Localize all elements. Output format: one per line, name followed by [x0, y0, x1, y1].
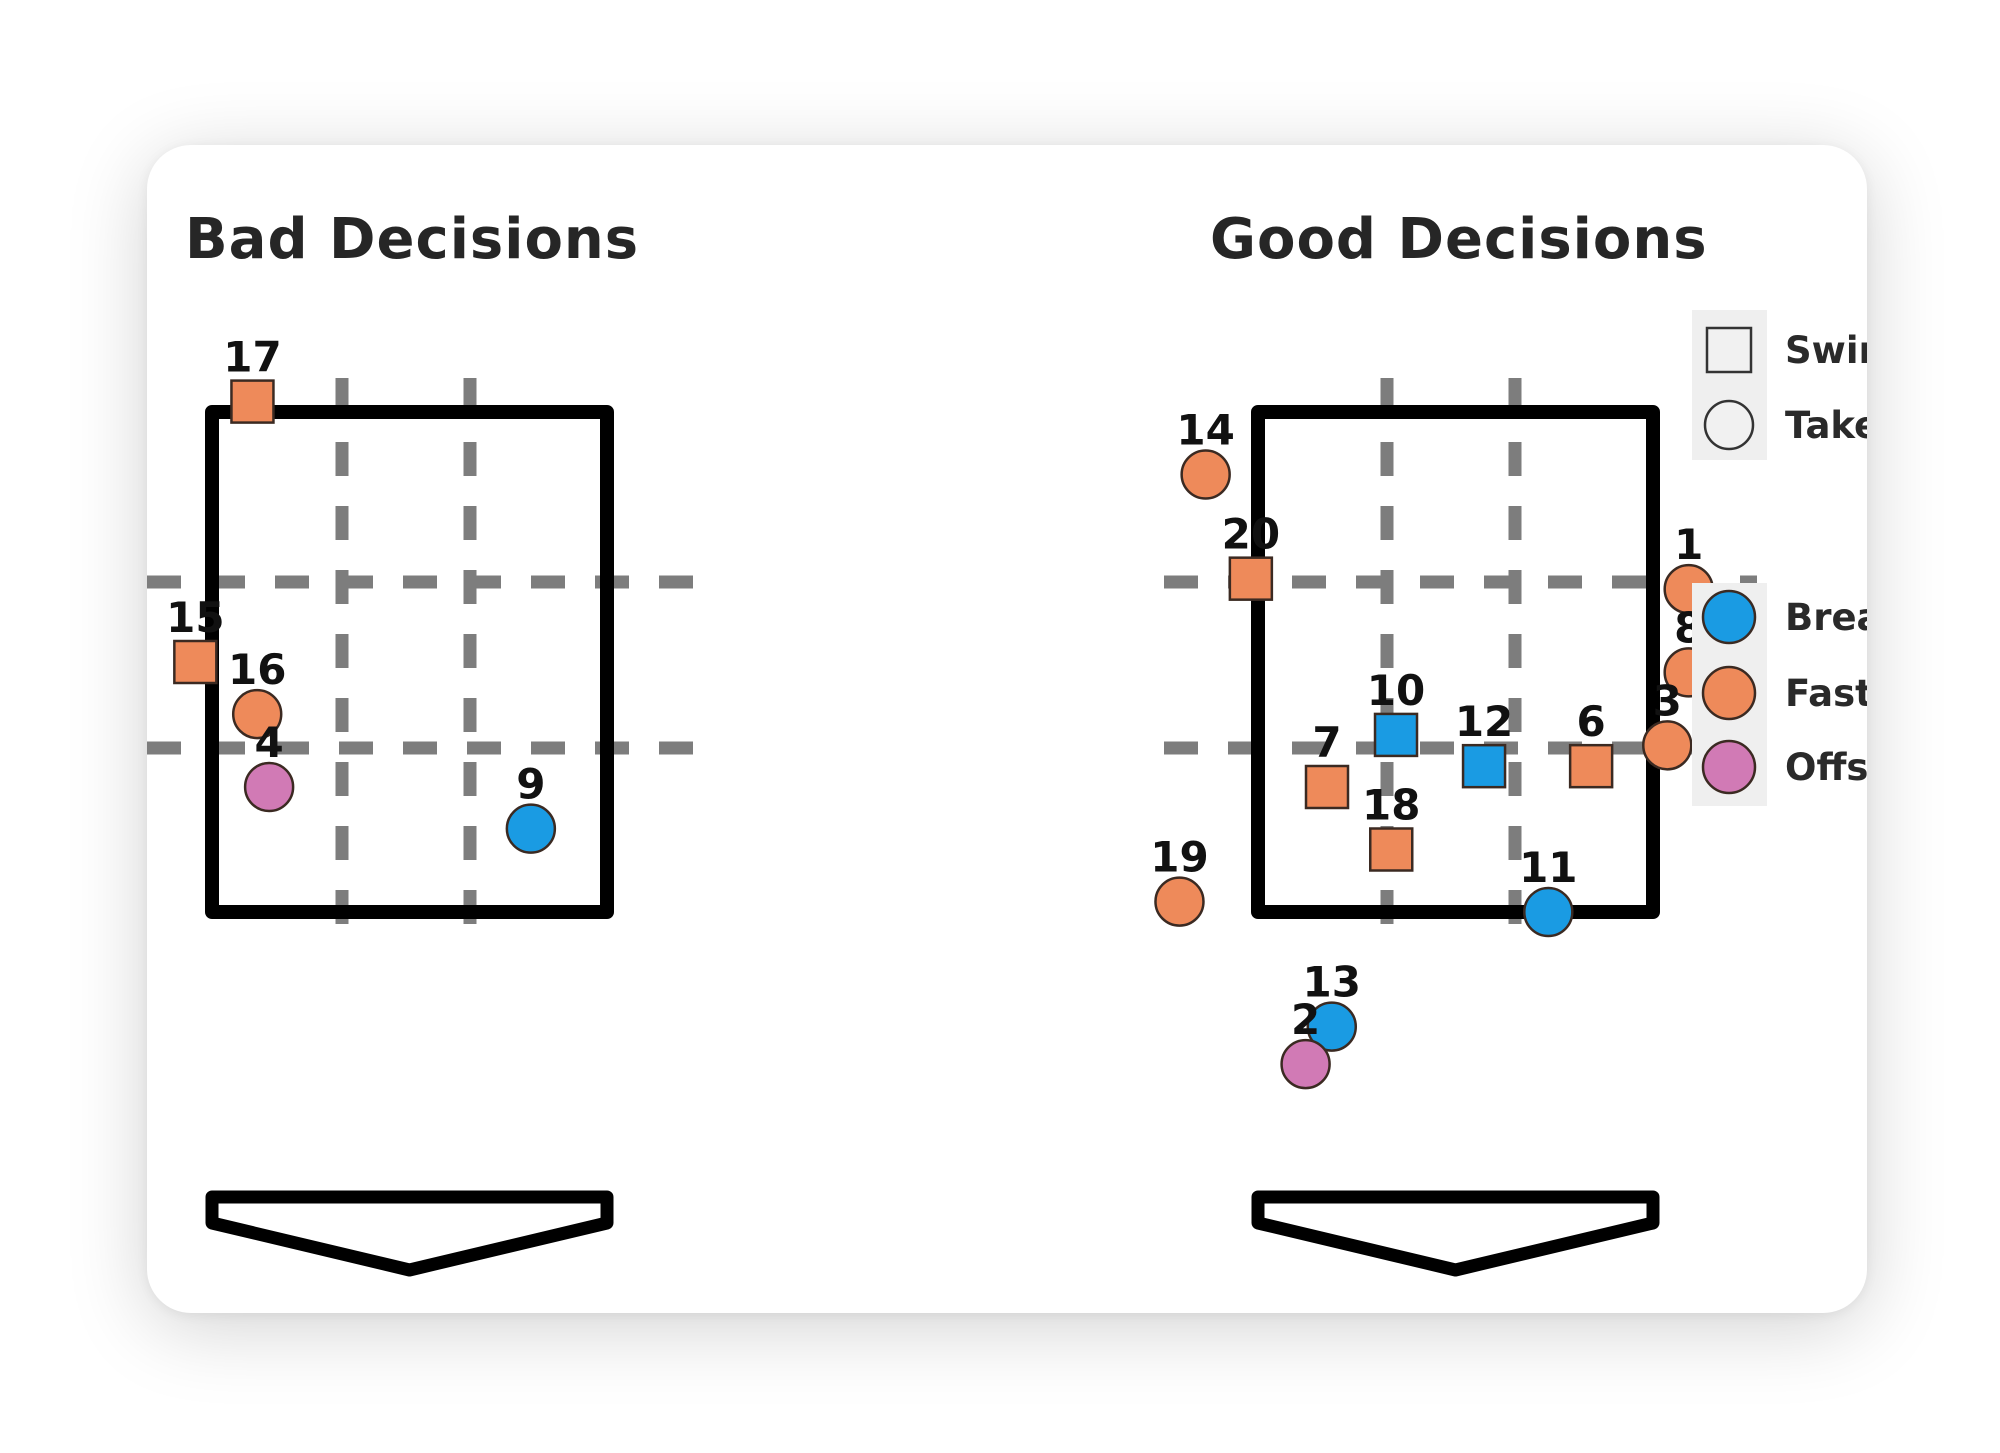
strike-zone-charts: 171516491420183101267181911132SwingTakeB… [147, 310, 1867, 1277]
legend-label-pitch-type: Fastball [1785, 672, 1867, 715]
legend-label-pitch-type: Offspeed [1785, 746, 1867, 789]
pitch-marker-take [1180, 449, 1231, 500]
legend-take-marker [1703, 399, 1755, 451]
pitch-number-label: 15 [166, 593, 224, 642]
pitch-marker-take [1642, 720, 1693, 771]
legend-label-swing: Swing [1785, 329, 1867, 372]
pitch-number-label: 6 [1577, 697, 1606, 746]
legend-pitch-type-marker [1701, 739, 1757, 795]
pitch-number-label: 11 [1519, 843, 1577, 892]
good-decisions-title: Good Decisions [1210, 207, 1708, 272]
pitch-number-label: 1 [1674, 520, 1703, 569]
pitch-marker-take [243, 761, 295, 813]
pitch-marker-take [231, 688, 283, 740]
home-plate [1251, 1190, 1660, 1277]
legend-pitch-type-marker [1701, 589, 1757, 645]
legend-swing-marker [1705, 326, 1753, 374]
pitch-number-label: 18 [1362, 781, 1420, 830]
pitch-marker-swing [1228, 556, 1274, 601]
legend: SwingTakeBreaking BallFastballOffspeed [1692, 310, 1867, 806]
pitch-marker-take [1523, 886, 1574, 938]
pitch-marker-take [1280, 1038, 1331, 1090]
legend-label-pitch-type: Breaking Ball [1785, 596, 1867, 639]
pitch-number-label: 14 [1176, 406, 1234, 455]
pitch-number-label: 2 [1291, 995, 1320, 1044]
pitch-number-label: 9 [516, 760, 545, 809]
pitch-number-label: 17 [223, 333, 281, 382]
pitch-number-label: 13 [1303, 958, 1361, 1007]
pitch-number-label: 3 [1653, 676, 1682, 725]
pitch-number-label: 7 [1312, 718, 1341, 767]
legend-label-take: Take [1785, 404, 1867, 447]
pitch-marker-swing [1373, 712, 1419, 758]
pitch-marker-take [505, 803, 557, 854]
strike-zone-box [1251, 405, 1660, 919]
pitch-marker-swing [230, 379, 275, 424]
pitch-number-label: 16 [228, 645, 286, 694]
pitch-number-label: 20 [1222, 510, 1280, 559]
legend-pitch-type-marker [1701, 665, 1757, 721]
home-plate [205, 1190, 614, 1277]
pitch-marker-take [1154, 876, 1205, 927]
bad-decisions-title: Bad Decisions [185, 207, 640, 272]
pitch-number-label: 10 [1367, 666, 1425, 715]
pitch-marker-swing [1461, 743, 1507, 789]
pitch-marker-take [1306, 1001, 1358, 1052]
pitch-marker-swing [1369, 827, 1414, 872]
pitch-marker-swing [173, 639, 218, 685]
pitch-number-label: 19 [1150, 833, 1208, 882]
pitch-number-label: 12 [1455, 697, 1513, 746]
pitch-marker-swing [1304, 764, 1350, 810]
pitch-marker-swing [1568, 743, 1614, 789]
pitch-number-label: 4 [254, 718, 283, 767]
